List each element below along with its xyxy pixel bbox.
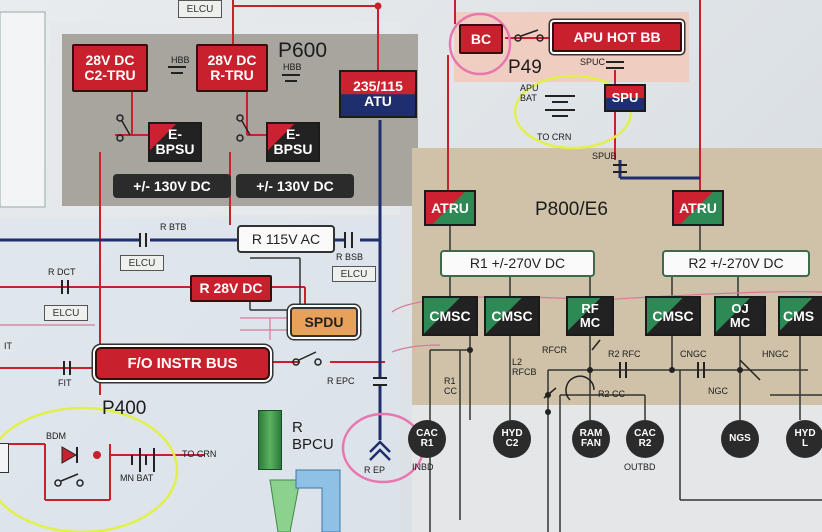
cmsc-unit-3[interactable]: CMSC — [645, 296, 701, 336]
hyd-c2-load[interactable]: HYD C2 — [493, 420, 531, 458]
r2-rfc-label: R2 RFC — [608, 349, 641, 359]
hngc-label: HNGC — [762, 349, 789, 359]
spu-unit[interactable]: SPU — [604, 84, 646, 112]
atru-left-unit[interactable]: ATRU — [424, 190, 476, 226]
r-bpcu-card-icon — [258, 410, 282, 470]
spub-label: SPUB — [592, 151, 617, 161]
r-dct-label: R DCT — [48, 267, 76, 277]
atru-right-unit[interactable]: ATRU — [672, 190, 724, 226]
panel-p800-title: P800/E6 — [535, 199, 608, 220]
l2-rfcb-label: L2 RFCB — [512, 357, 537, 377]
spuc-label: SPUC — [580, 57, 606, 67]
loop-arrow — [565, 375, 595, 401]
to-crn-top-label: TO CRN — [537, 132, 572, 142]
r-tru-unit[interactable]: 28V DC R-TRU — [196, 44, 268, 92]
spdu-unit[interactable]: SPDU — [290, 307, 358, 337]
it-label: IT — [4, 341, 12, 351]
r-bpcu-label: R BPCU — [292, 419, 334, 453]
fo-instr-bus[interactable]: F/O INSTR BUS — [95, 347, 270, 380]
navy-buses — [0, 120, 700, 440]
bdm-label: BDM — [46, 431, 66, 441]
panel-p49-title: P49 — [508, 57, 542, 78]
panel-p600-title: P600 — [278, 39, 328, 62]
panel-p800-lower — [412, 405, 822, 532]
cngc-label: CNGC — [680, 349, 707, 359]
cmsc-unit-2[interactable]: CMSC — [484, 296, 540, 336]
r-epc-label: R EPC — [327, 376, 355, 386]
ram-fan-load[interactable]: RAM FAN — [572, 420, 610, 458]
cac-r2-load[interactable]: CAC R2 — [626, 420, 664, 458]
fit-label: FIT — [58, 378, 72, 388]
elcu-label-dct: ELCU — [44, 305, 88, 321]
r1-cc-label: R1 CC — [444, 376, 457, 396]
r-28v-dc-bus[interactable]: R 28V DC — [190, 275, 272, 302]
hbb-label-left: HBB — [171, 55, 190, 65]
panel-p800-background — [412, 148, 822, 406]
bpsu-voltage-right: +/- 130V DC — [236, 174, 354, 198]
atu-unit[interactable]: 235/115 ATU — [339, 70, 417, 118]
bpcu-feeders — [269, 469, 341, 532]
switch-symbols — [54, 29, 761, 487]
to-crn-bottom-label: TO CRN — [182, 449, 217, 459]
left-edge-box — [0, 443, 9, 473]
annotation-highlights — [0, 12, 633, 532]
cac-r1-load[interactable]: CAC R1 — [408, 420, 446, 458]
breaker-symbols — [61, 61, 705, 472]
e-bpsu-right[interactable]: E- BPSU — [266, 122, 320, 162]
apu-bat-label: APU BAT — [520, 83, 539, 103]
rf-mc-unit[interactable]: RF MC — [566, 296, 614, 336]
apu-hot-bb-unit[interactable]: APU HOT BB — [552, 22, 682, 52]
r2-cc-label: R2 CC — [598, 389, 626, 399]
elcu-label-top: ELCU — [178, 0, 222, 18]
bpsu-voltage-left: +/- 130V DC — [113, 174, 231, 198]
left-edge-panel — [0, 11, 46, 208]
ngc-label: NGC — [708, 386, 728, 396]
elcu-label-btb: ELCU — [120, 255, 164, 271]
outbd-label: OUTBD — [624, 462, 656, 472]
junction-dots — [374, 2, 743, 415]
hbb-label-right: HBB — [283, 62, 302, 72]
r-ep-connector — [369, 440, 391, 461]
r-bsb-label: R BSB — [336, 252, 364, 262]
inbd-label: INBD — [412, 462, 434, 472]
r-115v-ac-bus[interactable]: R 115V AC — [237, 225, 335, 253]
elcu-label-bsb: ELCU — [332, 266, 376, 282]
r-btb-label: R BTB — [160, 222, 187, 232]
ngs-load[interactable]: NGS — [721, 420, 759, 458]
bdm-diode — [61, 446, 101, 464]
r2-270v-bus[interactable]: R2 +/-270V DC — [662, 250, 810, 277]
rfcr-label: RFCR — [542, 345, 567, 355]
hyd-l-load[interactable]: HYD L — [786, 420, 822, 458]
c2-tru-unit[interactable]: 28V DC C2-TRU — [72, 44, 148, 92]
cmsc-unit-4[interactable]: CMS — [778, 296, 822, 336]
bc-unit[interactable]: BC — [459, 24, 503, 54]
e-bpsu-left[interactable]: E- BPSU — [148, 122, 202, 162]
oj-mc-unit[interactable]: OJ MC — [714, 296, 766, 336]
panel-p400-title: P400 — [102, 398, 147, 419]
r1-270v-bus[interactable]: R1 +/-270V DC — [440, 250, 595, 277]
r-ep-label: R EP — [364, 465, 386, 475]
mn-bat-label: MN BAT — [120, 473, 154, 483]
cmsc-unit-1[interactable]: CMSC — [422, 296, 478, 336]
